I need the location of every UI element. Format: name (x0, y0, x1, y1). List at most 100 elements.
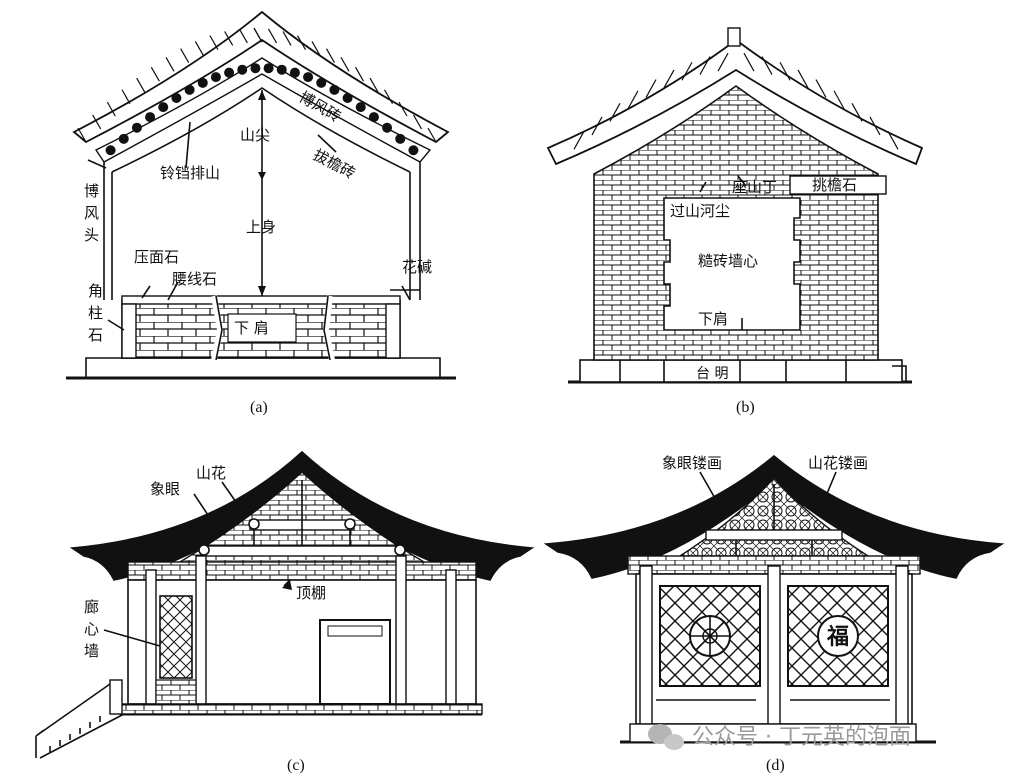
tile-grid (573, 52, 899, 150)
bell-tile (171, 92, 182, 103)
label-hua-jian: 花碱 (402, 258, 432, 276)
bell-tile (395, 133, 406, 144)
tile-mark (340, 57, 350, 72)
tile-mark (645, 79, 657, 98)
label-tiao-yan-shi: 挑檐石 (812, 176, 857, 194)
label-cao-zhuan-qiang-xin: 糙砖墙心 (698, 252, 758, 270)
label-lang-xin-qiang: 廊心墙 (84, 598, 99, 660)
tile-mark (253, 27, 263, 43)
label-jiao-zhu-shi: 角柱石 (88, 282, 103, 344)
tile-mark (699, 56, 711, 75)
bell-tile (210, 72, 221, 83)
tile-mark (150, 66, 160, 82)
plinth (85, 357, 441, 378)
tile-mark (717, 52, 729, 72)
bell-tile (329, 84, 340, 95)
panel-d: 福 象眼镂画 山花镂画 (d) (543, 454, 1005, 774)
tile-mark (92, 114, 102, 130)
panel-b: 座山丁 挑檐石 过山河尘 糙砖墙心 下肩 台 明 (b) (546, 27, 924, 416)
tile-mark (833, 90, 845, 110)
caption-a: (a) (250, 399, 268, 416)
bell-tile (250, 63, 261, 74)
tile-mark (797, 69, 809, 89)
label-shan-hua: 山花 (196, 464, 226, 482)
bell-tile (263, 63, 274, 74)
watermark: 公众号 · 丁元英的泡面 (648, 724, 911, 750)
label-shang-shen: 上身 (246, 218, 276, 236)
tile-marks (77, 27, 437, 143)
bell-tile (303, 72, 314, 83)
bell-tile (355, 102, 366, 113)
tile-mark (573, 131, 585, 150)
label-tai-ming: 台 明 (696, 366, 728, 382)
fu-medallion (817, 615, 859, 657)
roof-tiles (72, 10, 450, 144)
platform (579, 359, 903, 383)
bell-tile (237, 64, 248, 75)
label-guo-shan-he-chen: 过山河尘 (670, 202, 730, 220)
label-xiang-yan: 象眼 (150, 480, 180, 498)
wechat-icon (648, 724, 684, 750)
bell-tile (276, 64, 287, 75)
tile-mark (311, 41, 321, 56)
tile-mark (165, 57, 175, 72)
tile-mark (743, 52, 755, 72)
tile-mark (869, 116, 881, 136)
tile-mark (224, 31, 234, 46)
label-bofeng-tou: 博风头 (84, 182, 99, 244)
label-shan-hua-lou-hua: 山花镂画 (808, 454, 868, 472)
label-zuo-shan-ding: 座山丁 (732, 178, 777, 196)
tile-mark (354, 66, 365, 82)
bell-tile (197, 77, 208, 88)
caption-c: (c) (287, 757, 305, 774)
tile-mark (851, 103, 863, 122)
tile-mark (282, 31, 292, 46)
tile-mark (180, 48, 190, 63)
bell-tile (184, 84, 195, 95)
label-yao-xian-shi: 腰线石 (172, 270, 217, 288)
watermark-text: 公众号 · 丁元英的泡面 (692, 725, 911, 750)
gable-inner (111, 87, 411, 173)
label-xia-jian-a: 下 肩 (234, 319, 269, 337)
corner-stone (121, 303, 137, 359)
tile-mark (136, 77, 146, 93)
label-ding-peng: 顶棚 (296, 584, 326, 602)
tile-mark (412, 114, 423, 130)
wall-center (663, 197, 801, 331)
caption-b: (b) (736, 399, 755, 416)
tile-mark (194, 41, 204, 56)
tile-mark (383, 89, 394, 105)
label-ya-mian-shi: 压面石 (134, 248, 179, 266)
press-stone (121, 295, 401, 305)
wall-sides (103, 162, 421, 300)
tile-mark (267, 28, 278, 44)
bell-tile (408, 145, 419, 156)
bell-tile (368, 112, 379, 123)
tile-mark (779, 61, 791, 81)
bell-tile (224, 67, 235, 78)
lattice-panel (159, 595, 193, 679)
tile-mark (663, 69, 675, 89)
tile-mark (761, 56, 773, 75)
bell-tile (342, 92, 353, 103)
tile-mark (591, 116, 603, 136)
tile-mark (681, 61, 693, 81)
panel-c: 山花 象眼 顶棚 廊心墙 (c) (35, 450, 535, 774)
tile-mark (398, 101, 408, 117)
fu-character: 福 (826, 625, 849, 650)
tile-mark (325, 48, 336, 63)
tile-mark (609, 103, 621, 122)
tile-mark (815, 79, 827, 98)
tile-mark (369, 77, 379, 93)
tile-mark (77, 127, 87, 143)
label-shan-jian: 山尖 (240, 126, 270, 144)
bell-tile (316, 77, 327, 88)
bell-tile (145, 112, 156, 123)
bell-tile (158, 102, 169, 113)
bell-tile (105, 145, 116, 156)
label-xia-jian-b: 下肩 (698, 310, 728, 328)
tile-mark (106, 101, 116, 117)
tile-mark (238, 28, 248, 44)
bell-tile (382, 122, 393, 133)
